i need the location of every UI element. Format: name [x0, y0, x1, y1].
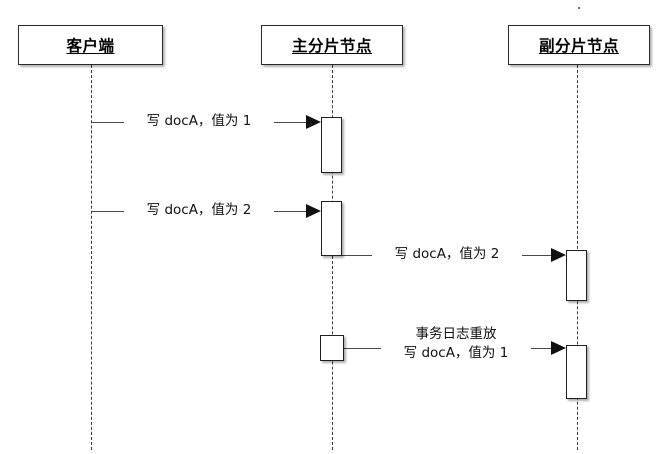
image-speck-artifact	[578, 7, 580, 9]
message-label-replicate-doca-2: 写 docA，值为 2	[372, 245, 522, 264]
activation-primary-2	[321, 201, 342, 256]
message-label-write-doca-2-text: 写 docA，值为 2	[146, 202, 252, 218]
message-label-write-doca-2: 写 docA，值为 2	[124, 201, 274, 220]
participant-primary-shard: 主分片节点	[261, 25, 403, 65]
participant-client: 客户端	[18, 25, 163, 65]
activation-replica-1	[566, 250, 587, 301]
message-label-write-doca-1-text: 写 docA，值为 1	[146, 113, 252, 129]
lifeline-client	[91, 65, 92, 450]
message-label-translog-replay-line2: 写 docA，值为 1	[403, 345, 509, 361]
message-label-write-doca-1: 写 docA，值为 1	[124, 112, 274, 131]
lifeline-primary-shard	[332, 65, 333, 450]
message-arrowhead-translog-replay	[551, 341, 566, 355]
message-arrowhead-write-doca-2	[306, 204, 321, 218]
participant-primary-shard-label: 主分片节点	[291, 37, 372, 55]
message-label-translog-replay: 事务日志重放 写 docA，值为 1	[381, 325, 531, 363]
participant-client-label: 客户端	[66, 37, 115, 55]
activation-replica-2	[566, 345, 587, 399]
message-arrowhead-write-doca-1	[306, 115, 321, 129]
message-label-translog-replay-line1: 事务日志重放	[415, 326, 497, 342]
participant-replica-shard: 副分片节点	[508, 25, 650, 65]
participant-replica-shard-label: 副分片节点	[538, 37, 619, 55]
activation-primary-3	[320, 335, 344, 361]
message-arrowhead-replicate-doca-2	[551, 248, 566, 262]
activation-primary-1	[321, 117, 342, 173]
message-label-replicate-doca-2-text: 写 docA，值为 2	[394, 246, 500, 262]
